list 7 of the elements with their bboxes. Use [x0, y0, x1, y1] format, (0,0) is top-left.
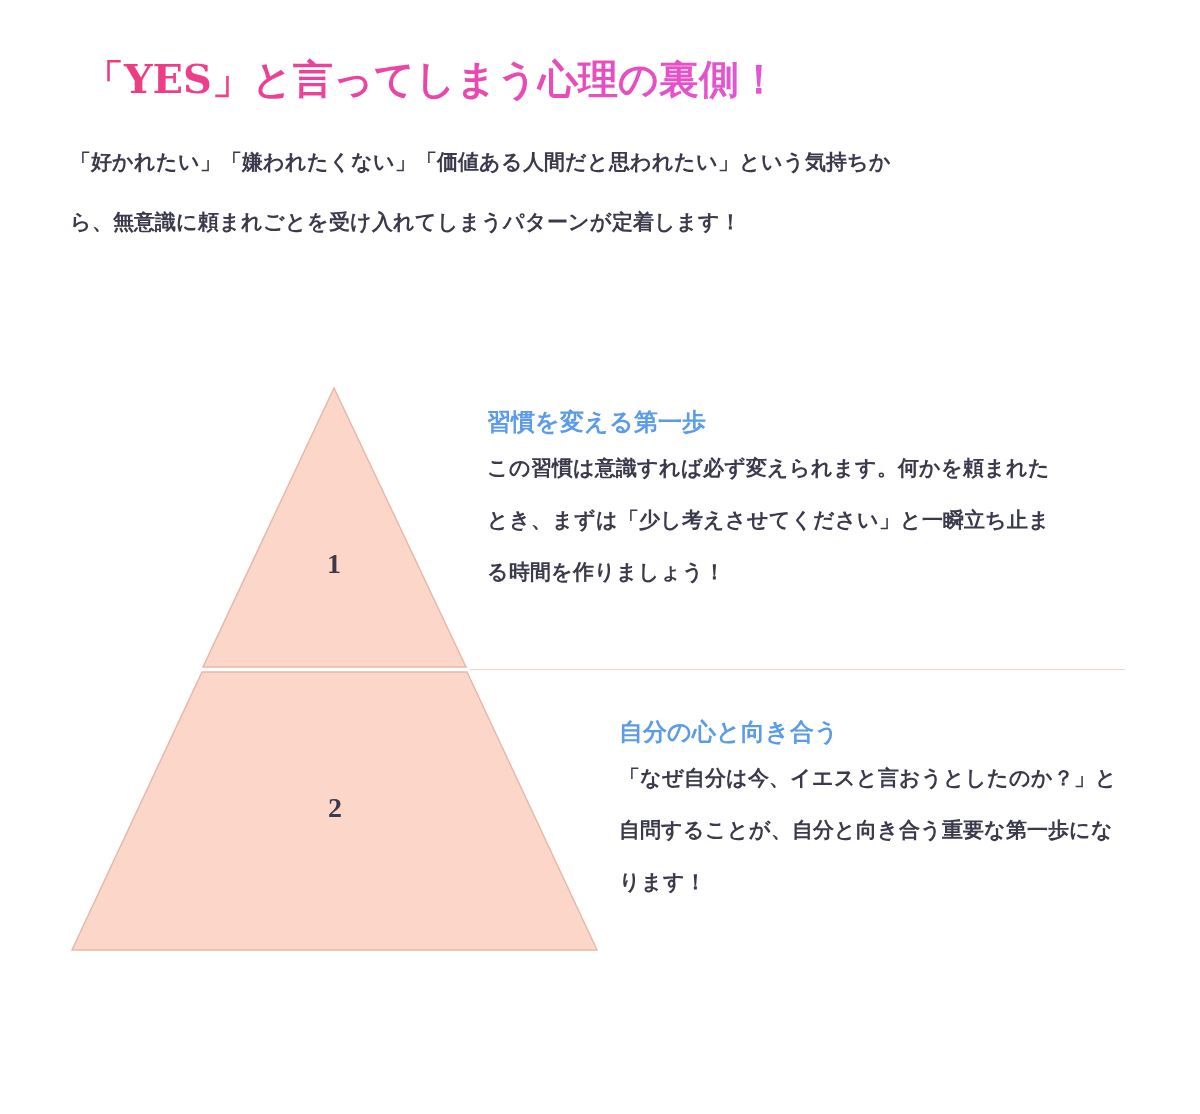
intro-paragraph: 「好かれたい」「嫌われたくない」「価値ある人間だと思われたい」という気持ちから、無意識に頼まれごとを受け入れてしまうパターンが定着します！	[70, 149, 892, 236]
section-heading: 自分の心と向き合う	[619, 717, 840, 748]
level-number: 2	[327, 792, 343, 824]
section-description: この習慣は意識すれば必ず変えられます。何かを頼まれたとき、まずは「少し考えさせてください」と一瞬立ち止まる時間を作りましょう！	[487, 455, 1051, 586]
section-description: 「なぜ自分は今、イエスと言おうとしたのか？」と自問することが、自分と向き合う重要な第一歩になります！	[619, 765, 1118, 896]
section-heading: 習慣を変える第一歩	[487, 407, 707, 438]
level-number: 1	[326, 548, 342, 580]
